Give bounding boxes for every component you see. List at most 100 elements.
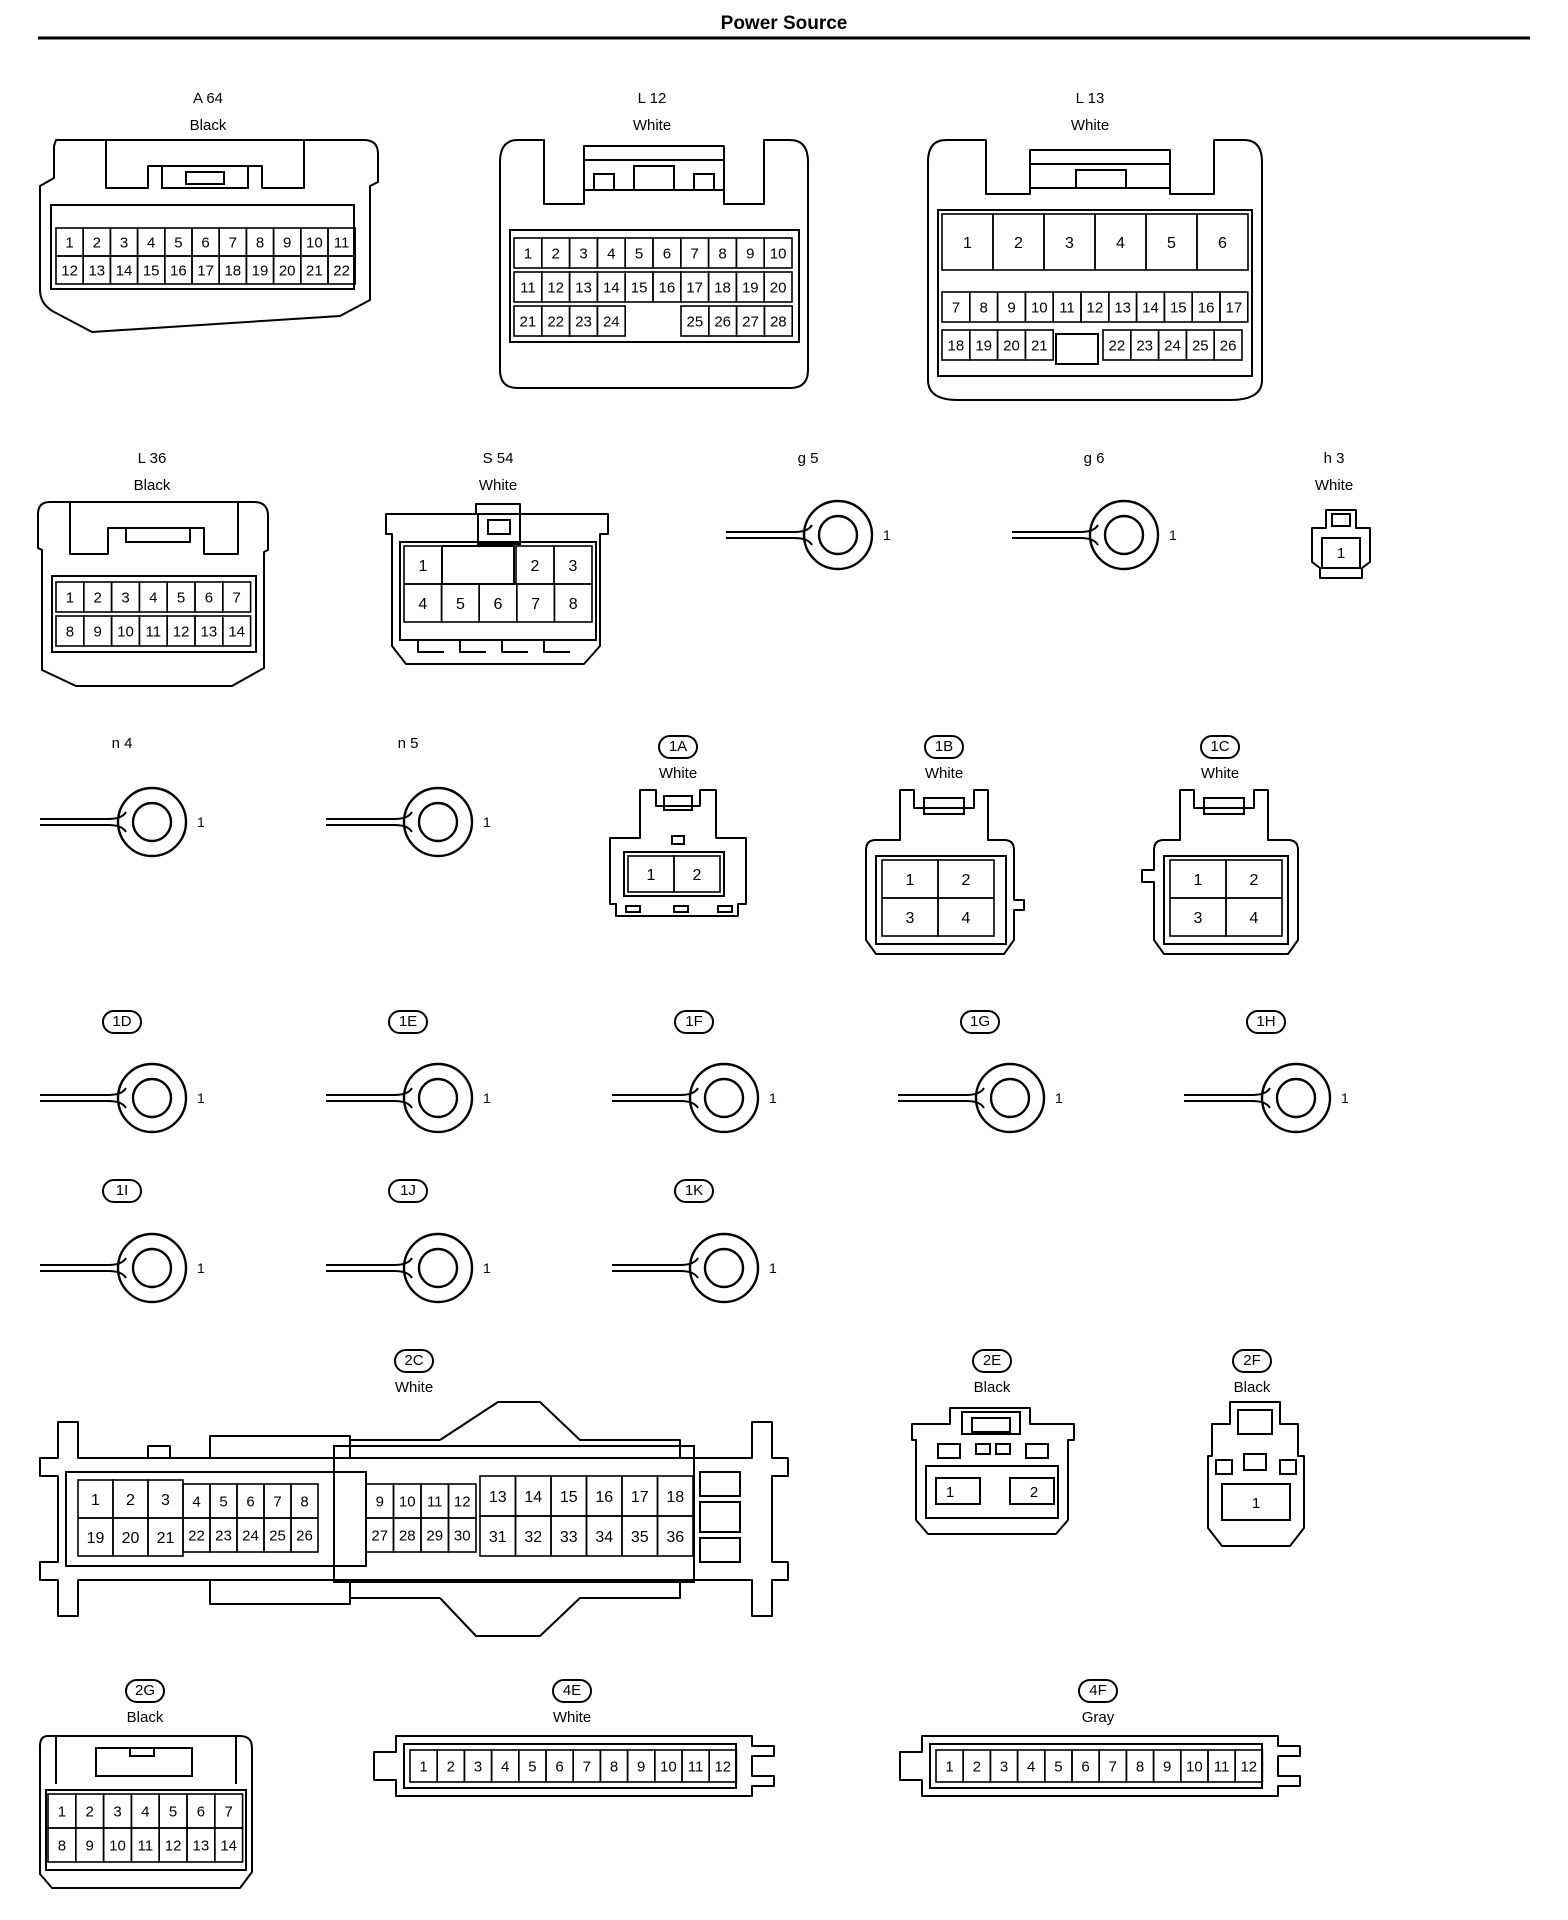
pin-number: 2 (1014, 235, 1023, 252)
pin-cell (222, 615, 252, 647)
pin-number: 33 (560, 1529, 578, 1546)
housing-part (593, 173, 615, 191)
pin-number: 7 (273, 1493, 281, 1510)
housing-outline (40, 811, 127, 820)
connector-id: g 5 (798, 450, 819, 467)
pin-cell (708, 1749, 738, 1783)
pin-number: 16 (170, 262, 187, 279)
connector-1e: 1E1 (326, 1010, 491, 1134)
housing-part (1215, 1459, 1233, 1475)
pin-number: 1 (945, 1758, 953, 1775)
pin-number: 8 (256, 234, 264, 251)
pin-cell (1196, 213, 1249, 271)
pin-cell (763, 305, 794, 337)
housing-outline (898, 1100, 985, 1109)
housing-part (487, 519, 511, 535)
housing-outline (911, 1407, 1075, 1535)
housing-part (875, 855, 1007, 945)
pin-number: 4 (141, 1803, 149, 1820)
connector-color: Black (127, 1709, 164, 1726)
connector-color: Black (134, 477, 171, 494)
housing-part (671, 835, 685, 845)
pin-number: 14 (116, 262, 133, 279)
housing-part (971, 1417, 1011, 1433)
pin-number: 28 (770, 313, 787, 330)
pin-number: 26 (1220, 337, 1237, 354)
ring-terminal-hole (703, 1077, 745, 1119)
connector-id: 1B (935, 738, 953, 755)
pin-cell (1219, 291, 1249, 323)
pin-number: 6 (555, 1758, 563, 1775)
pin-number: 22 (188, 1527, 205, 1544)
pin-number: 14 (228, 623, 245, 640)
pin-number: 1 (419, 1758, 427, 1775)
pin-number: 7 (229, 234, 237, 251)
housing-outline (726, 524, 813, 533)
ring-terminal-hole (417, 1077, 459, 1119)
pin-number: 15 (143, 262, 160, 279)
ring-terminal-hole (703, 1247, 745, 1289)
housing-part (699, 1537, 741, 1563)
pin-number: 18 (666, 1489, 684, 1506)
housing-outline (373, 1735, 775, 1797)
housing-part (961, 1411, 1021, 1435)
connector-1k: 1K1 (612, 1179, 777, 1304)
housing-part (1163, 855, 1289, 945)
pin-cell (1024, 329, 1055, 361)
housing-outline (40, 824, 127, 833)
pin-number: 10 (1186, 1758, 1203, 1775)
ring-terminal-eye (116, 786, 188, 858)
housing-part (45, 1789, 247, 1871)
connector-id: g 6 (1084, 450, 1105, 467)
housing-part (333, 1445, 695, 1583)
pin-number: 2 (447, 1758, 455, 1775)
pin-number: 3 (474, 1758, 482, 1775)
housing-part (623, 851, 725, 897)
housing-part (50, 204, 355, 290)
pin-number: 1 (524, 245, 532, 262)
connector-g6: g 61 (1012, 450, 1177, 571)
ring-terminal-hole (1275, 1077, 1317, 1119)
ring-terminal-hole (417, 1247, 459, 1289)
pin-cell (327, 255, 357, 285)
housing-part (1331, 513, 1351, 527)
housing-part (125, 527, 191, 543)
pin-number: 5 (219, 1493, 227, 1510)
connector-color: Black (1234, 1379, 1271, 1396)
pin-number: 26 (296, 1527, 313, 1544)
connector-color: Black (190, 117, 227, 134)
pin-number: 1 (197, 814, 205, 830)
housing-outline (39, 1421, 789, 1617)
pin-frame (935, 1477, 981, 1505)
pin-number: 2 (962, 872, 971, 889)
pin-number: 1 (1337, 545, 1345, 562)
connector-id-badge (972, 1349, 1012, 1373)
pin-number: 20 (1003, 337, 1020, 354)
connector-color: Black (974, 1379, 1011, 1396)
connector-id-badge (924, 735, 964, 759)
pin-cell (937, 897, 995, 937)
housing-part (937, 1443, 961, 1459)
housing-outline (499, 139, 809, 389)
housing-part (129, 1747, 155, 1757)
connector-id: L 12 (638, 90, 667, 107)
connector-id: S 54 (483, 450, 514, 467)
pin-number: 9 (283, 234, 291, 251)
pin-cell (447, 1517, 477, 1553)
pin-number: 31 (489, 1529, 507, 1546)
housing-outline (385, 503, 609, 665)
pin-cell (763, 237, 793, 269)
pin-number: 22 (333, 262, 350, 279)
connector-id: 1H (1256, 1013, 1275, 1030)
connector-id: 1C (1210, 738, 1229, 755)
connector-id: L 13 (1076, 90, 1105, 107)
housing-part (663, 795, 693, 811)
pin-number: 4 (1250, 910, 1259, 927)
pin-number: 13 (88, 262, 105, 279)
pin-number: 2 (1030, 1484, 1038, 1501)
